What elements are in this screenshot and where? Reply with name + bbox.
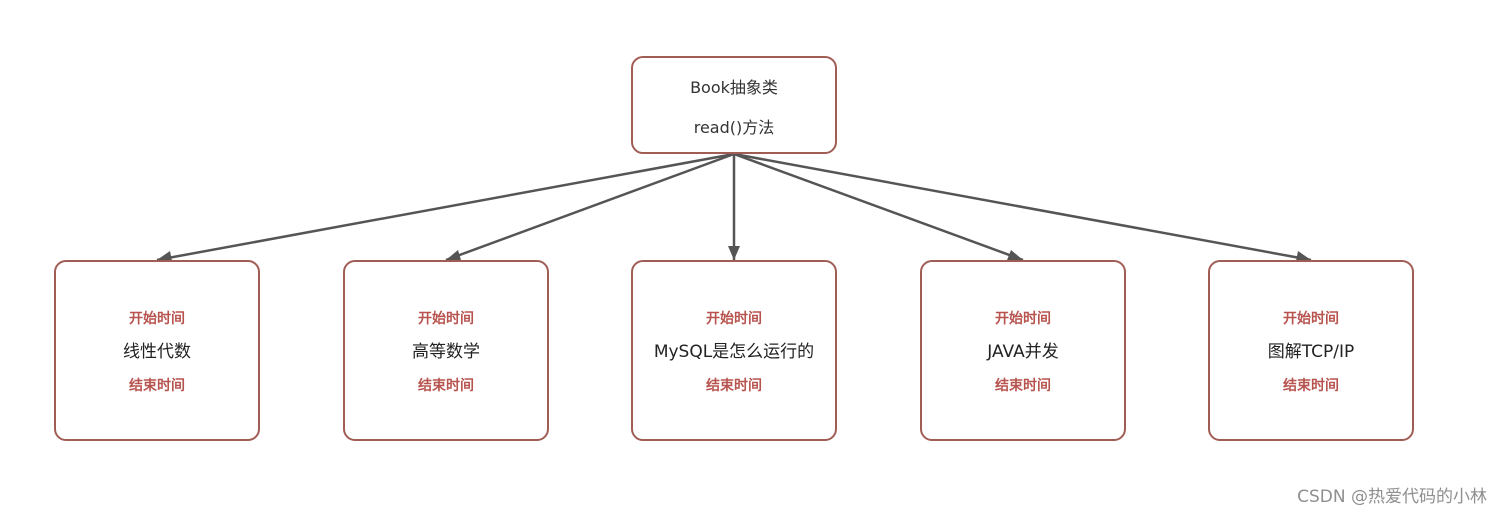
root-node: Book抽象类 read()方法 xyxy=(631,56,837,154)
root-title: Book抽象类 xyxy=(690,78,778,97)
arrowhead-icon xyxy=(446,250,461,260)
start-time-label: 开始时间 xyxy=(1283,311,1339,327)
start-time-label: 开始时间 xyxy=(418,311,474,327)
arrowhead-icon xyxy=(1007,250,1023,260)
connector-line xyxy=(156,152,735,262)
end-time-label: 结束时间 xyxy=(995,378,1051,394)
end-time-label: 结束时间 xyxy=(418,378,474,394)
arrowhead-icon xyxy=(157,251,172,261)
book-name: 图解TCP/IP xyxy=(1267,342,1355,362)
end-time-label: 结束时间 xyxy=(706,378,762,394)
root-method: read()方法 xyxy=(693,118,775,137)
arrowhead-icon xyxy=(1296,251,1311,261)
watermark: CSDN @热爱代码的小林 xyxy=(1297,487,1487,507)
book-name: JAVA并发 xyxy=(987,342,1059,362)
child-node: 开始时间 高等数学 结束时间 xyxy=(343,260,549,441)
connector-line xyxy=(445,152,735,262)
child-node: 开始时间 图解TCP/IP 结束时间 xyxy=(1208,260,1414,441)
end-time-label: 结束时间 xyxy=(129,378,185,394)
book-name: 高等数学 xyxy=(412,342,480,362)
book-name: MySQL是怎么运行的 xyxy=(653,342,815,362)
end-time-label: 结束时间 xyxy=(1283,378,1339,394)
start-time-label: 开始时间 xyxy=(129,311,185,327)
arrowhead-icon xyxy=(728,246,740,260)
book-name: 线性代数 xyxy=(123,342,191,362)
start-time-label: 开始时间 xyxy=(995,311,1051,327)
child-node: 开始时间 线性代数 结束时间 xyxy=(54,260,260,441)
start-time-label: 开始时间 xyxy=(706,311,762,327)
connector-line xyxy=(733,152,1024,262)
connector-line xyxy=(733,152,1312,262)
child-node: 开始时间 JAVA并发 结束时间 xyxy=(920,260,1126,441)
child-node: 开始时间 MySQL是怎么运行的 结束时间 xyxy=(631,260,837,441)
